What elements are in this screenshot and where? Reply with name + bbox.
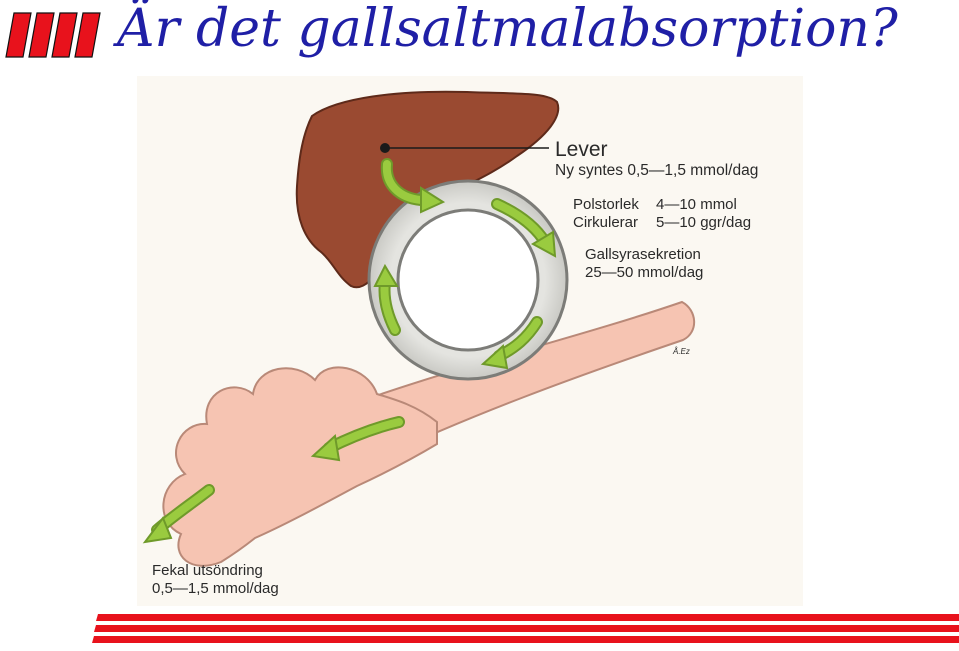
footer-stripe-2 [94, 625, 959, 632]
intestine-arrowhead-2 [142, 515, 173, 544]
bile-acid-circulation-diagram: Lever Ny syntes 0,5—1,5 mmol/dag Polstor… [137, 76, 803, 606]
logo-bar-2 [28, 12, 55, 58]
circulation-label: Cirkulerar [573, 214, 638, 231]
footer-stripe-3 [92, 636, 959, 643]
logo-bar-3 [51, 12, 78, 58]
ring-arrowhead-1 [530, 230, 557, 258]
ring-arrowhead-3 [373, 263, 399, 287]
logo-bar-4 [74, 12, 101, 58]
liver-outflow-arrowhead [420, 186, 446, 214]
secretion-value: 25—50 mmol/dag [585, 264, 703, 281]
liver-label: Lever [555, 138, 608, 161]
logo-bar-1 [5, 12, 32, 58]
liver-synthesis-text: Ny syntes 0,5—1,5 mmol/dag [555, 162, 758, 179]
ring-arrowhead-2 [480, 344, 509, 370]
pool-size-label: Polstorlek [573, 196, 639, 213]
secretion-label: Gallsyrasekretion [585, 246, 701, 263]
fecal-excretion-label: Fekal utsöndring [152, 562, 263, 579]
large-intestine [162, 366, 438, 567]
footer-stripe-1 [96, 614, 959, 621]
circulation-value: 5—10 ggr/dag [656, 214, 751, 231]
slide-title: Är det gallsaltmalabsorption? [117, 0, 898, 59]
ring-center [396, 208, 540, 352]
footer-stripes [92, 612, 959, 646]
pool-size-value: 4—10 mmol [656, 196, 737, 213]
brand-logo-bars [4, 12, 104, 58]
artist-signature: Å.Ez [672, 347, 690, 356]
fecal-excretion-value: 0,5—1,5 mmol/dag [152, 580, 279, 597]
intestine-arrowhead-1 [310, 434, 341, 462]
